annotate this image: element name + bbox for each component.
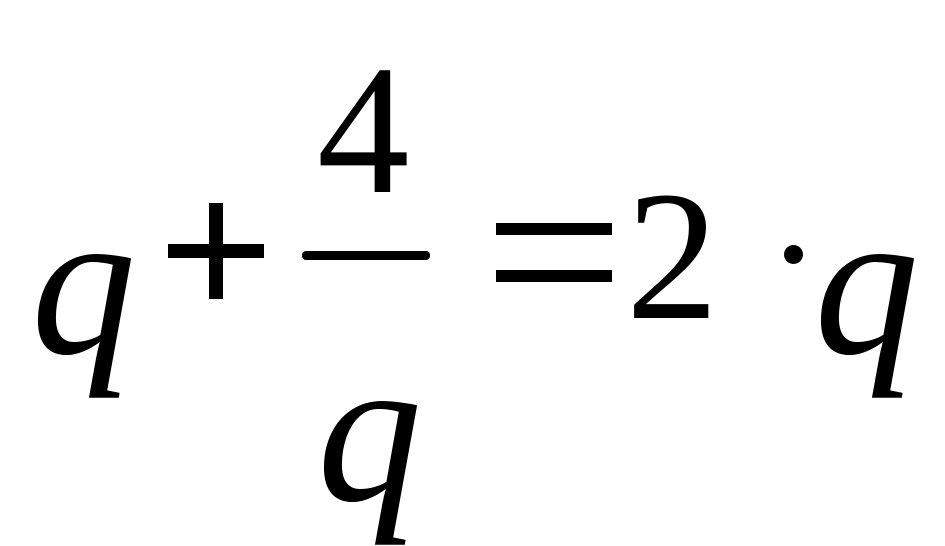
equals-sign-bottom-bar	[496, 270, 612, 282]
fraction-bar	[302, 251, 430, 260]
plus-sign-vertical-stroke	[209, 203, 223, 299]
left-variable: q	[31, 167, 136, 399]
multiply-dot	[784, 245, 803, 264]
fraction-denominator: q	[317, 314, 422, 546]
fraction-numerator: 4	[317, 28, 410, 233]
right-coefficient: 2	[626, 154, 719, 359]
equals-sign-top-bar	[496, 223, 612, 235]
right-variable: q	[814, 167, 919, 399]
equation: q + 4 q = 2 · q	[31, 28, 919, 535]
